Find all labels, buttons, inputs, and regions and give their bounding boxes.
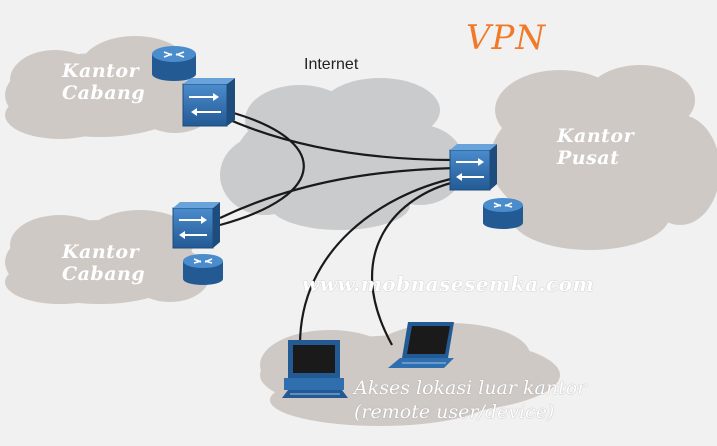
head-office-line1: Kantor bbox=[557, 125, 635, 147]
branch-top-line2: Cabang bbox=[62, 82, 146, 104]
firewall-icon bbox=[182, 78, 235, 127]
router-icon bbox=[152, 46, 196, 81]
branch-top-line1: Kantor bbox=[62, 60, 140, 82]
cloud-branch-bottom bbox=[5, 210, 210, 304]
branch-bottom-line2: Cabang bbox=[62, 263, 146, 285]
desktop-computer-icon bbox=[282, 340, 348, 398]
cloud-head-office bbox=[490, 65, 717, 250]
head-office-label: Kantor Pusat bbox=[557, 125, 634, 169]
head-office-line2: Pusat bbox=[557, 147, 620, 169]
branch-top-label: Kantor Cabang bbox=[62, 60, 145, 104]
branch-bottom-label: Kantor Cabang bbox=[62, 241, 145, 285]
vpn-links bbox=[219, 110, 456, 346]
router-icon bbox=[183, 254, 223, 285]
diagram-title: VPN bbox=[466, 18, 547, 58]
firewall-icon bbox=[172, 202, 220, 249]
cloud-internet bbox=[220, 78, 465, 230]
branch-bottom-line1: Kantor bbox=[62, 241, 140, 263]
remote-line1: Akses lokasi luar kantor bbox=[354, 377, 587, 399]
firewall-icon bbox=[449, 144, 497, 191]
watermark: www.mobnasesemka.com bbox=[302, 272, 595, 296]
router-icon bbox=[483, 198, 523, 229]
internet-label: Internet bbox=[304, 56, 359, 73]
remote-access-label: Akses lokasi luar kantor (remote user/de… bbox=[354, 376, 586, 424]
remote-line2: (remote user/device) bbox=[354, 401, 555, 423]
laptop-icon bbox=[388, 322, 454, 368]
